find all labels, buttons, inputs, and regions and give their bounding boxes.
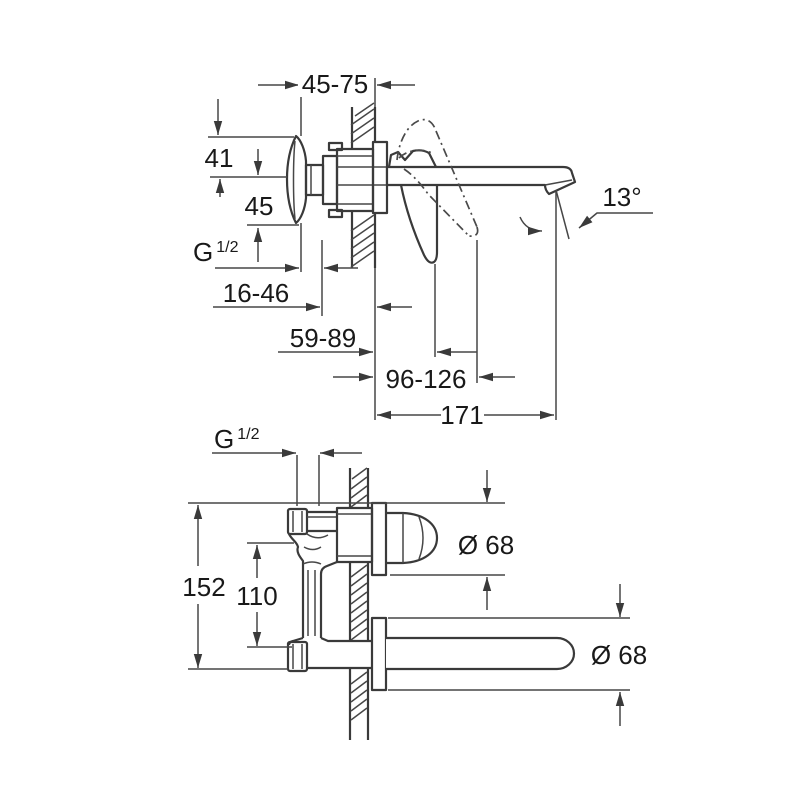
dim-label-spout-reach: 171 bbox=[440, 400, 483, 430]
wall-hatching bbox=[350, 467, 368, 721]
dim-label-handle-clearance: 96-126 bbox=[386, 364, 467, 394]
spout-escutcheon bbox=[370, 616, 388, 692]
dim-label-handle-escutcheon-diameter: Ø 68 bbox=[458, 530, 514, 560]
handle-escutcheon bbox=[370, 501, 388, 577]
dim-label-knob-top: 41 bbox=[205, 143, 234, 173]
valve-housing bbox=[335, 506, 374, 564]
label-backing bbox=[298, 71, 373, 97]
thread-fraction: 1/2 bbox=[216, 239, 238, 256]
wall-section-installation bbox=[348, 467, 370, 740]
dim-label-wall-depth: 45-75 bbox=[302, 69, 369, 99]
thread-fraction: 1/2 bbox=[237, 426, 259, 443]
spout-tube bbox=[386, 636, 576, 671]
extension-lines bbox=[188, 455, 630, 691]
dim-label-overall-height: 152 bbox=[182, 572, 225, 602]
lever-handle-open-dashed bbox=[396, 118, 479, 237]
knob-stem bbox=[304, 163, 325, 197]
dim-label-connection-spacing: 110 bbox=[236, 581, 277, 611]
body-flange bbox=[321, 154, 339, 206]
wall-hatching bbox=[350, 102, 375, 268]
inlet-port-bottom bbox=[286, 640, 309, 673]
spout bbox=[385, 165, 577, 196]
dim-label-rough-in-depth: 16-46 bbox=[223, 278, 290, 308]
valve-body bbox=[335, 147, 375, 213]
handle-dome bbox=[386, 511, 439, 565]
dimension-lines bbox=[213, 80, 554, 420]
dim-label-spout-escutcheon-diameter: Ø 68 bbox=[591, 640, 647, 670]
dimension-lines bbox=[193, 448, 625, 726]
dim-label-plate-offset: 59-89 bbox=[290, 323, 357, 353]
wall-section bbox=[350, 102, 377, 268]
extension-lines bbox=[208, 78, 478, 420]
spray-angle-lines bbox=[519, 189, 653, 420]
spray-angle-label: 13° bbox=[602, 182, 641, 212]
dim-label-knob-bottom: 45 bbox=[245, 191, 274, 221]
lever-knob bbox=[285, 134, 308, 225]
escutcheon-plate bbox=[371, 140, 389, 215]
inlet-port-top bbox=[286, 507, 309, 536]
thread-base: G bbox=[214, 424, 234, 454]
thread-base: G bbox=[193, 237, 213, 267]
